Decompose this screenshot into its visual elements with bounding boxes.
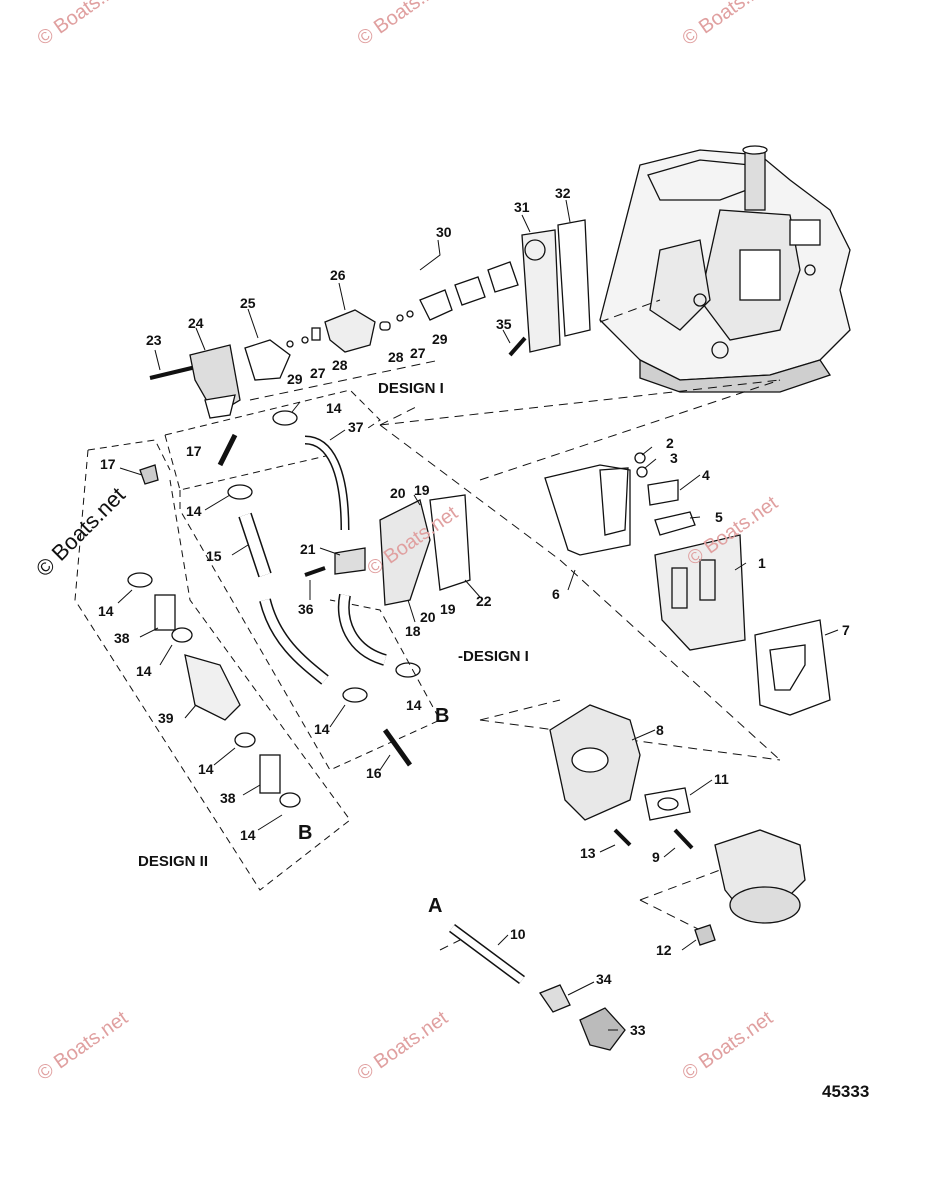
callout-14-e: 14 [314, 721, 330, 737]
callout-1: 1 [758, 555, 766, 571]
callout-20-b: 20 [420, 609, 436, 625]
callout-7: 7 [842, 622, 850, 638]
callout-23: 23 [146, 332, 162, 348]
callout-17-a: 17 [186, 443, 202, 459]
callout-18: 18 [405, 623, 421, 639]
callout-39: 39 [158, 710, 174, 726]
callout-28-a: 28 [332, 357, 348, 373]
callout-22: 22 [476, 593, 492, 609]
callout-19-b: 19 [440, 601, 456, 617]
callout-15: 15 [206, 548, 222, 564]
callout-26: 26 [330, 267, 346, 283]
callout-14-h: 14 [240, 827, 256, 843]
callout-11: 11 [714, 771, 729, 787]
callout-27-a: 27 [310, 365, 326, 381]
callout-16: 16 [366, 765, 382, 781]
callout-9: 9 [652, 849, 660, 865]
callout-30: 30 [436, 224, 452, 240]
callout-28-b: 28 [388, 349, 404, 365]
callout-21: 21 [300, 541, 316, 557]
marker-letter-b-lower: B [298, 822, 313, 844]
design-label-top: DESIGN I [378, 380, 444, 397]
callout-20-a: 20 [390, 485, 406, 501]
callout-19-a: 19 [414, 482, 430, 498]
callout-25: 25 [240, 295, 256, 311]
callout-27-b: 27 [410, 345, 426, 361]
callout-38-b: 38 [220, 790, 236, 806]
callout-3: 3 [670, 450, 678, 466]
callout-34: 34 [596, 971, 612, 987]
marker-letter-a: A [428, 895, 443, 917]
callout-36: 36 [298, 601, 314, 617]
callout-12: 12 [656, 942, 672, 958]
figure-number: 45333 [822, 1082, 870, 1101]
design-label-middle: -DESIGN I [458, 648, 529, 665]
callout-29-b: 29 [432, 331, 448, 347]
design-label-bottom: DESIGN II [138, 853, 209, 870]
callout-6: 6 [552, 586, 560, 602]
callout-33: 33 [630, 1022, 646, 1038]
callout-14-a: 14 [326, 400, 342, 416]
marker-letter-b-upper: B [435, 705, 450, 727]
callout-14-c: 14 [98, 603, 114, 619]
callout-24: 24 [188, 315, 204, 331]
callout-14-g: 14 [198, 761, 214, 777]
callout-32: 32 [555, 185, 571, 201]
engine-block-drawing [599, 145, 851, 393]
callout-35: 35 [496, 316, 512, 332]
callout-14-f: 14 [406, 697, 422, 713]
callout-14-b: 14 [186, 503, 202, 519]
callout-38-a: 38 [114, 630, 130, 646]
callout-5: 5 [715, 509, 723, 525]
callout-31: 31 [514, 199, 530, 215]
callout-29-a: 29 [287, 371, 303, 387]
callout-37: 37 [348, 419, 364, 435]
callout-8: 8 [656, 722, 664, 738]
callout-4: 4 [702, 467, 710, 483]
callout-17-b: 17 [100, 456, 116, 472]
callout-2: 2 [666, 435, 674, 451]
callout-10: 10 [510, 926, 526, 942]
callout-13: 13 [580, 845, 596, 861]
callout-14-d: 14 [136, 663, 152, 679]
